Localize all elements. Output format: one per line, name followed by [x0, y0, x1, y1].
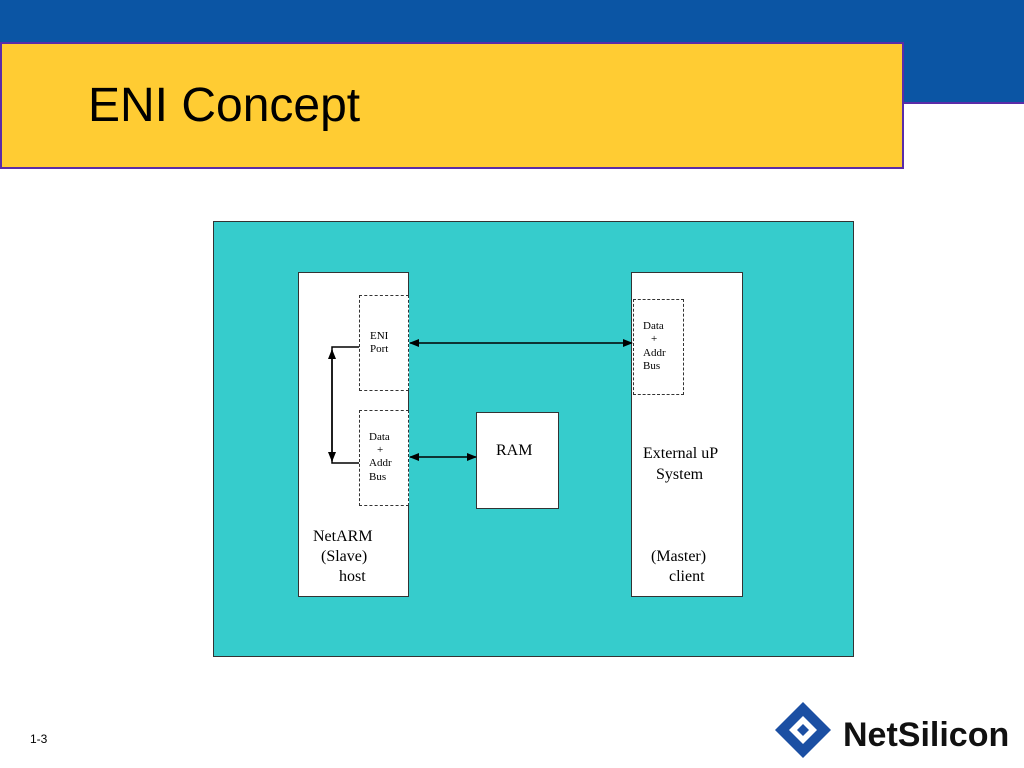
- netarm-host-label: host: [339, 568, 366, 585]
- netarm-label: NetARM: [313, 528, 373, 545]
- netsilicon-logo-mark: [775, 702, 831, 758]
- eni-port-label: ENI: [370, 330, 389, 342]
- netarm-bus-label-3: Addr: [369, 457, 392, 469]
- eni-port-box: [359, 295, 409, 391]
- netsilicon-logo: NetSilicon: [775, 702, 1009, 758]
- ram-box: [476, 412, 559, 509]
- external-system-label-2: System: [656, 466, 704, 483]
- slide-title: ENI Concept: [88, 79, 361, 132]
- netarm-bus-label-1: Data: [369, 431, 390, 443]
- netarm-bus-label-4: Bus: [369, 471, 387, 483]
- title-banner: [0, 42, 904, 169]
- external-bus-box: [633, 299, 684, 395]
- external-client-label: client: [669, 568, 705, 585]
- external-bus-label-4: Bus: [643, 360, 661, 372]
- ram-label: RAM: [496, 442, 533, 459]
- external-system-label: External uP: [643, 445, 719, 462]
- netarm-bus-label-2: +: [377, 444, 384, 456]
- external-bus-label-3: Addr: [643, 347, 666, 359]
- page-number: 1-3: [30, 732, 48, 746]
- external-role-label: (Master): [651, 548, 707, 565]
- eni-port-label-2: Port: [370, 343, 389, 355]
- netarm-role-label: (Slave): [321, 548, 368, 565]
- netarm-bus-box: [359, 410, 409, 506]
- external-bus-label-1: Data: [643, 320, 664, 332]
- external-bus-label-2: +: [651, 333, 658, 345]
- netsilicon-logo-text: NetSilicon: [843, 716, 1009, 754]
